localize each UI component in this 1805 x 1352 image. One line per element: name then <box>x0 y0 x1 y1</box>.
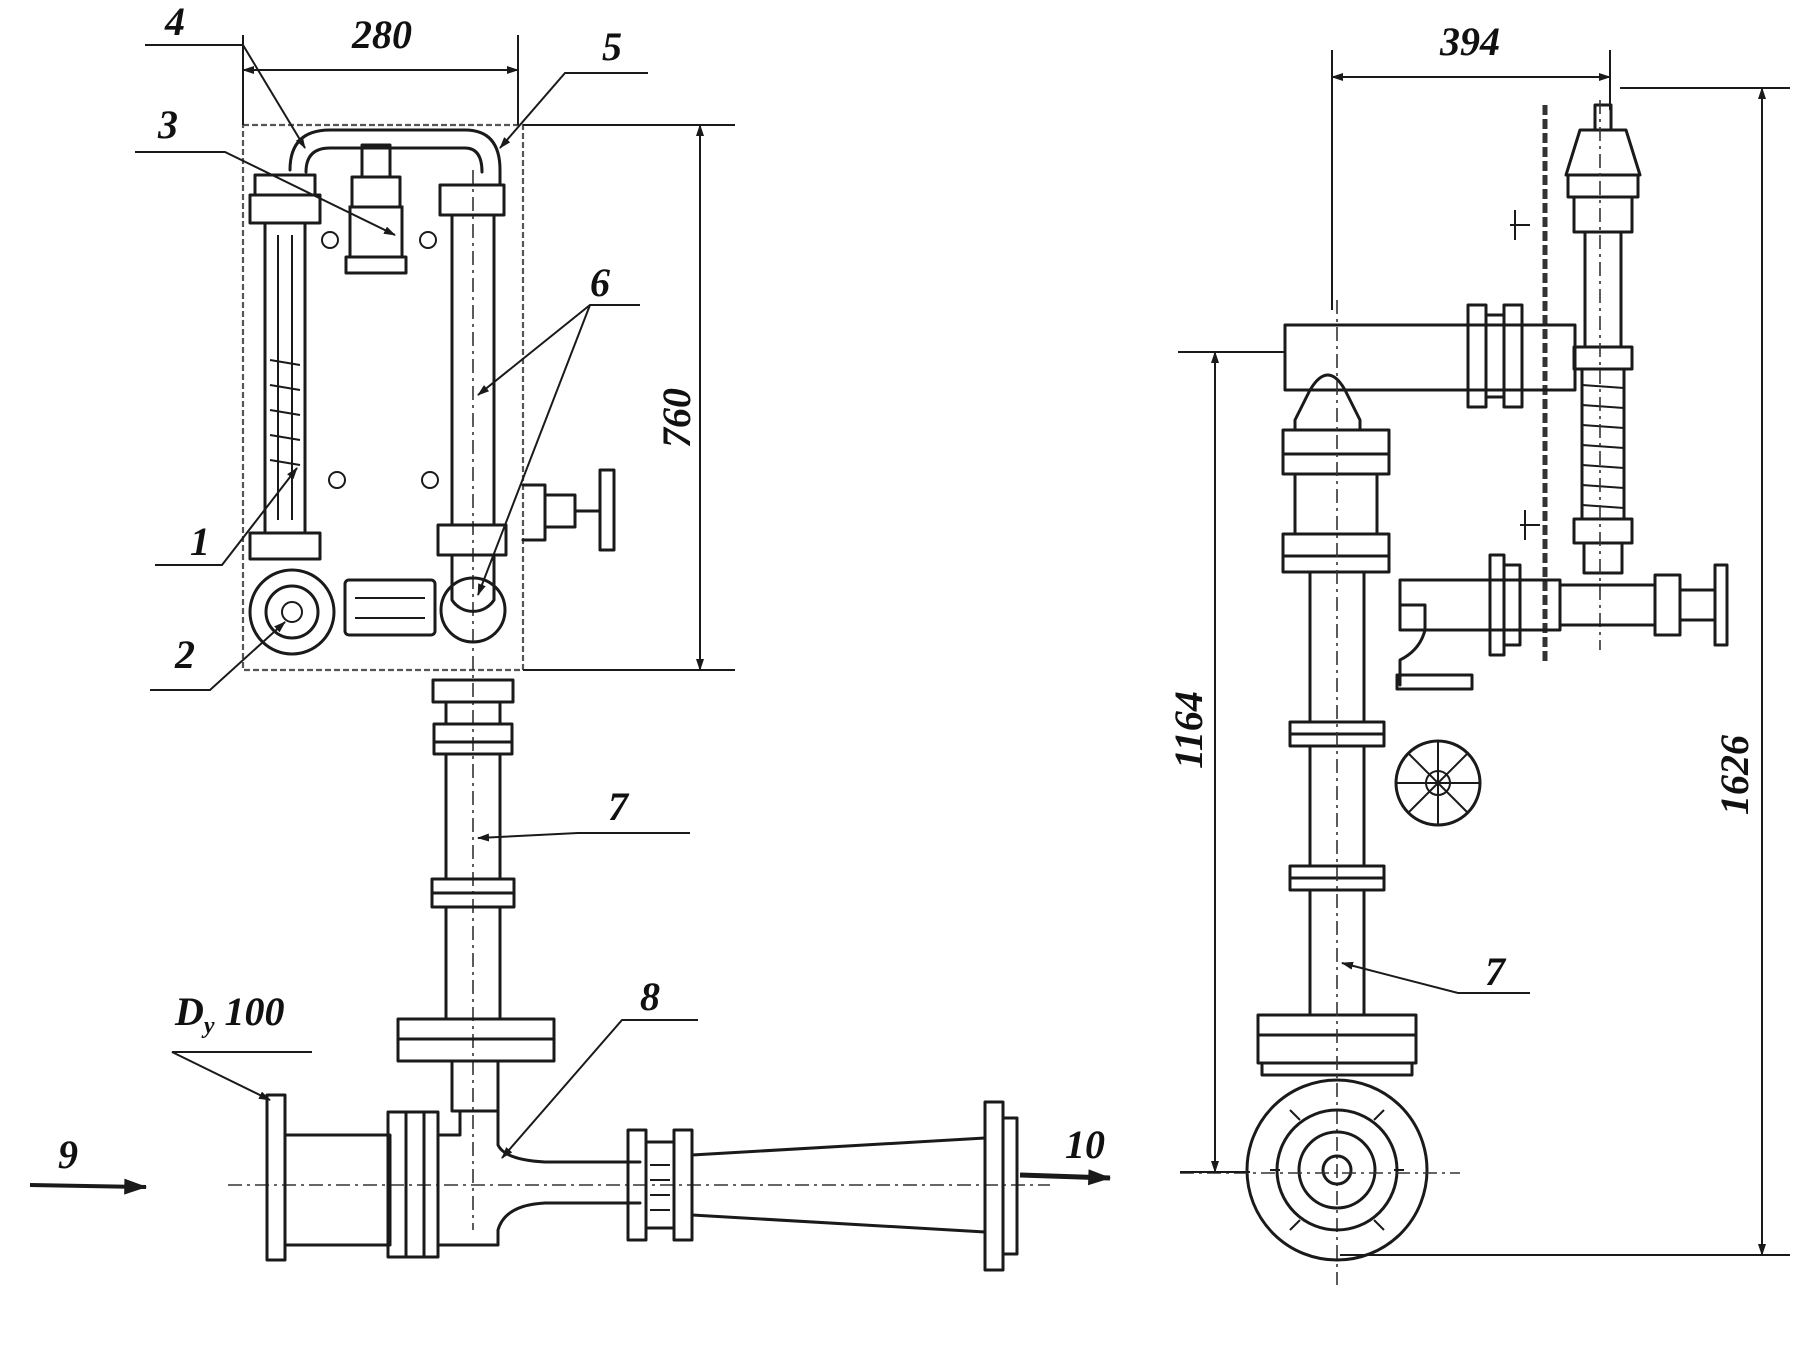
dimension-side-lower-label: 1164 <box>1166 691 1211 769</box>
ejector-tee <box>228 1093 1112 1272</box>
callout-5: 5 <box>602 24 622 69</box>
callout-3: 3 <box>157 102 178 147</box>
panel-board <box>241 123 525 672</box>
connecting-pipe <box>288 128 502 187</box>
dimension-side-total: 1626 <box>1340 87 1790 1256</box>
callout-7: 7 <box>608 784 630 829</box>
dimension-width: 280 <box>242 12 519 125</box>
flow-out-label: 10 <box>1065 1122 1105 1167</box>
inlet-arrow <box>29 1178 148 1195</box>
side-valve <box>328 468 616 552</box>
dimension-side-width: 394 <box>1331 19 1611 310</box>
inlet-flange <box>248 568 336 656</box>
dimension-side-lower: 1164 <box>1166 351 1285 1173</box>
dimension-height-label: 760 <box>654 388 699 448</box>
callout-4: 4 <box>164 0 185 44</box>
callout-6: 6 <box>590 260 610 305</box>
u-tube <box>436 170 508 1230</box>
side-horizontal-pipe <box>1283 303 1577 409</box>
vertical-pipe <box>396 678 556 1113</box>
dimension-side-total-label: 1626 <box>1712 735 1757 815</box>
front-view: 280 760 4 3 5 6 1 <box>29 0 1112 1272</box>
callout-2: 2 <box>174 632 195 677</box>
side-callout-7: 7 <box>1485 949 1507 994</box>
callout-8: 8 <box>640 974 660 1019</box>
dimension-side-width-label: 394 <box>1439 19 1500 64</box>
regulating-valve <box>321 143 437 275</box>
side-round-flange <box>1180 1078 1460 1262</box>
callout-1: 1 <box>190 519 210 564</box>
side-rotameter <box>1564 100 1642 650</box>
side-vertical-pipe <box>1256 300 1418 1285</box>
dimension-width-label: 280 <box>351 12 412 57</box>
side-valve-assembly <box>1395 553 1729 691</box>
handwheel <box>1394 739 1482 827</box>
callouts-side: 7 <box>1341 949 1530 994</box>
dimension-height: 760 <box>523 124 735 671</box>
rotameter <box>248 173 322 561</box>
nameplate <box>343 578 437 637</box>
side-view: 394 1164 1626 7 <box>1166 19 1790 1285</box>
flow-in-label: 9 <box>58 1132 78 1177</box>
